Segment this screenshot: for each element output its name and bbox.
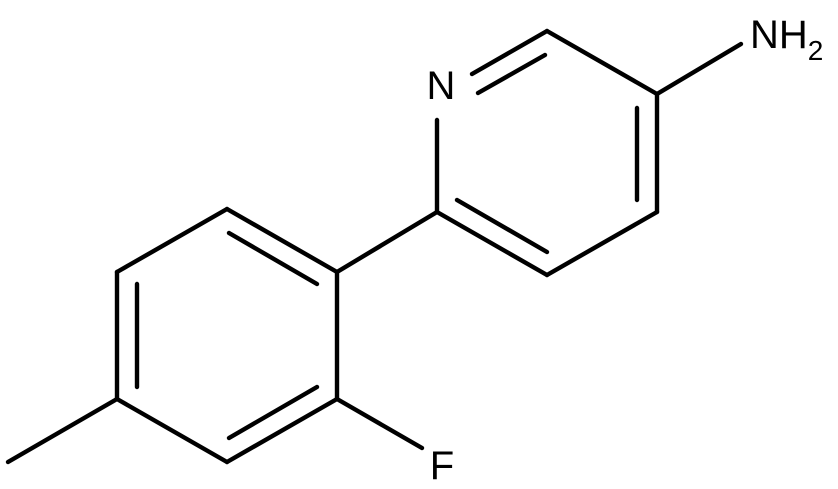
bond-n1-c6 [469, 28, 550, 77]
bond-methyl [5, 396, 120, 465]
bond-c6-c5 [544, 28, 660, 97]
atom-label-f: F [430, 444, 454, 488]
bond-p4-p5 [114, 396, 230, 465]
bond-fluoro [334, 396, 425, 451]
atom-label-n: N [427, 64, 456, 108]
atom-label-nh2-subscript: 2 [808, 35, 824, 66]
bond-c3-c2 [434, 209, 550, 278]
bond-p5-p6 [224, 396, 340, 465]
bond-n1-c6-inner [475, 52, 548, 96]
atom-label-nh2: NH2 [750, 13, 823, 66]
bond-p5-p6-inner [226, 384, 320, 441]
bond-c5-nh2 [654, 41, 744, 97]
atom-label-nh: NH [750, 13, 808, 57]
bond-c3-c2-inner [454, 197, 550, 255]
bond-p2-p3 [114, 206, 230, 275]
bond-c4-c3 [544, 209, 660, 278]
bond-p1-p2 [224, 206, 340, 275]
bond-p1-p2-inner [226, 230, 320, 287]
bond-biaryl [334, 209, 440, 275]
